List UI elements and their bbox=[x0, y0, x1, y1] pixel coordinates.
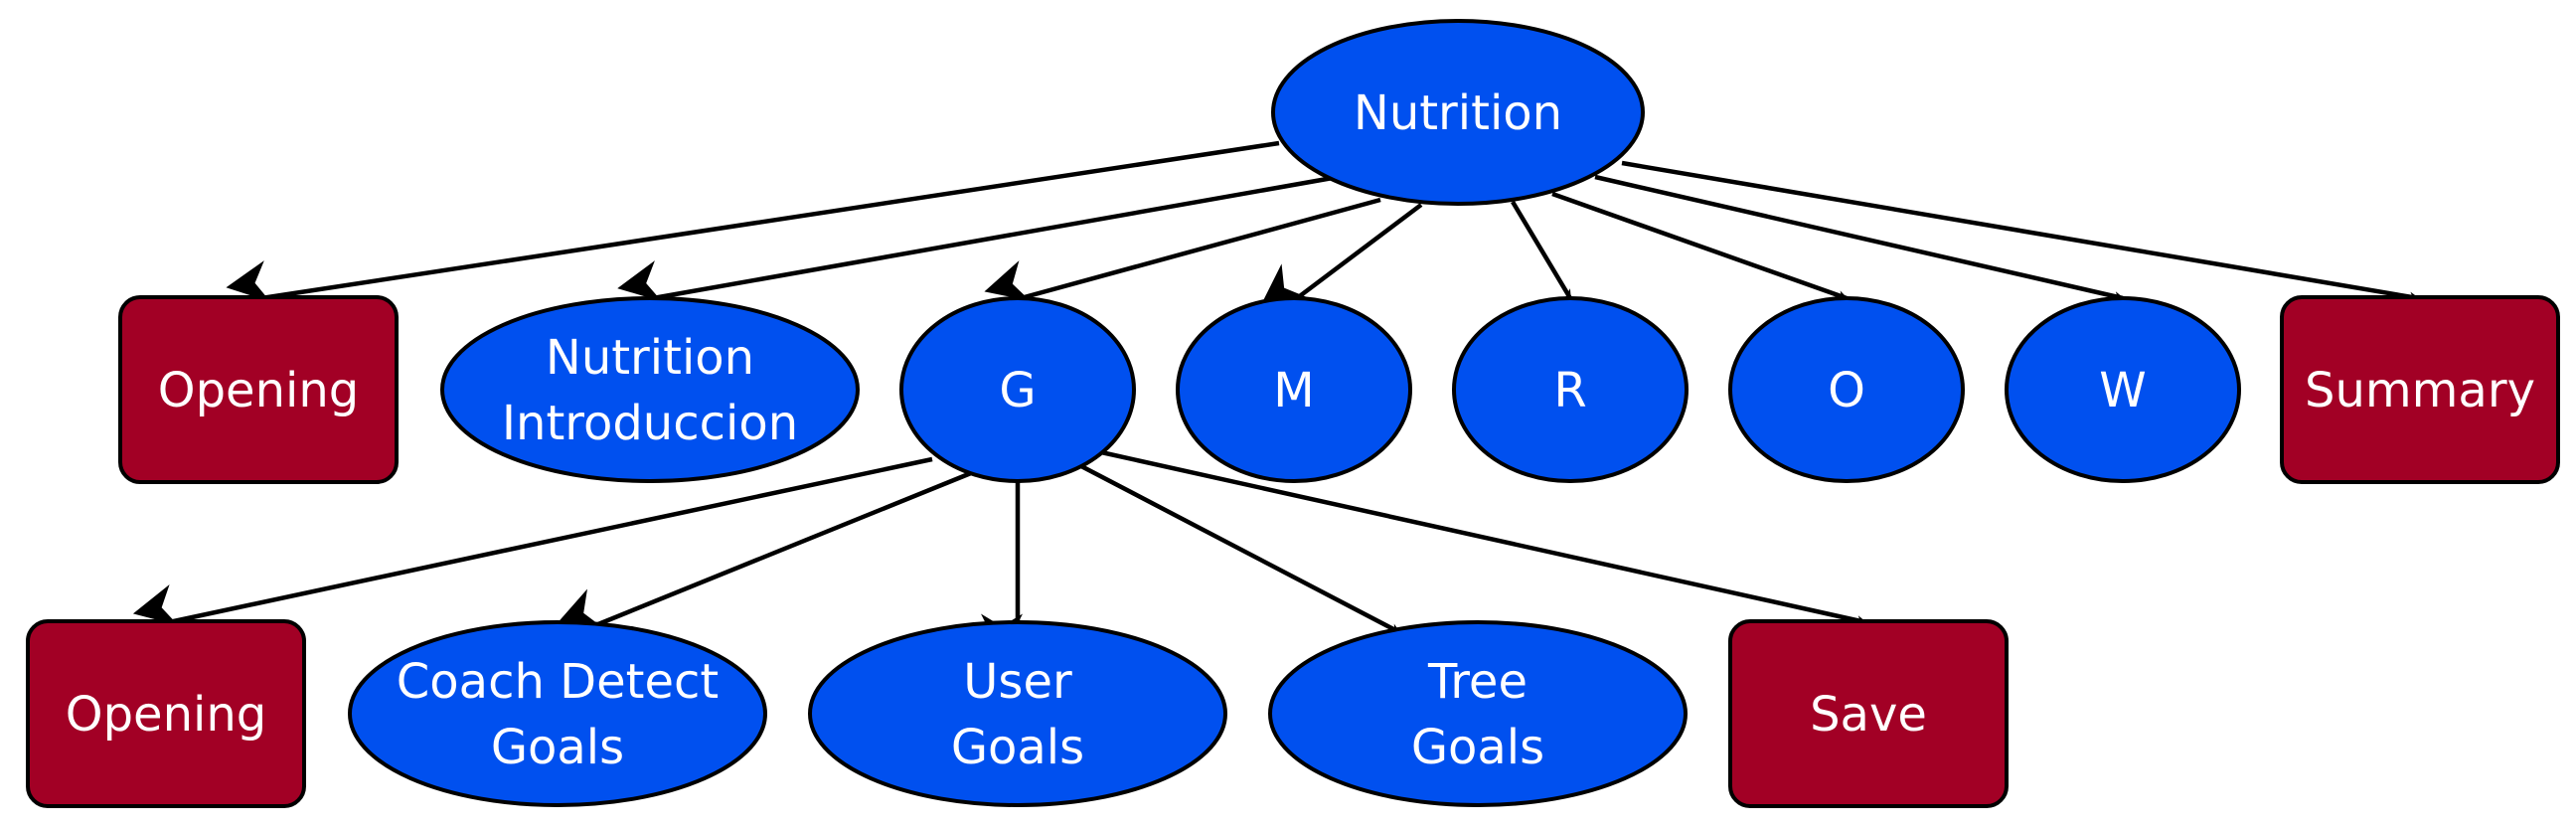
node-save-shape bbox=[1728, 619, 2009, 808]
node-r: R bbox=[1452, 296, 1689, 483]
node-save-label-line-1: Save bbox=[1810, 687, 1927, 743]
edge-nutrition-to-w bbox=[1594, 174, 2153, 333]
edges-layer bbox=[132, 140, 2449, 662]
edge-g-to-tree-goals bbox=[1079, 464, 1422, 662]
node-summary-shape bbox=[2280, 295, 2560, 484]
edge-nutrition-to-r bbox=[1511, 200, 1574, 335]
node-tree-goals-label-line-2: Goals bbox=[1411, 720, 1544, 775]
edge-nutrition-to-g bbox=[984, 197, 1381, 301]
node-m: M bbox=[1176, 296, 1412, 483]
node-g: G bbox=[899, 296, 1136, 483]
node-nutrition-intro-label-line-2: Introduccion bbox=[502, 396, 798, 451]
node-g-shape bbox=[899, 296, 1136, 483]
node-opening-bottom: Opening bbox=[26, 619, 306, 808]
node-tree-goals-shape bbox=[1268, 620, 1688, 807]
node-o: O bbox=[1728, 296, 1965, 483]
node-nutrition-intro-shape bbox=[440, 296, 860, 483]
edge-nutrition-to-opening-top bbox=[226, 140, 1280, 302]
node-o-label-line-1: O bbox=[1828, 363, 1865, 418]
node-opening-top-label-line-1: Opening bbox=[158, 363, 359, 418]
node-o-shape bbox=[1728, 296, 1965, 483]
node-summary-label-line-1: Summary bbox=[2305, 363, 2535, 418]
node-w-label-line-1: W bbox=[2099, 363, 2146, 418]
node-w: W bbox=[2005, 296, 2241, 483]
node-save: Save bbox=[1728, 619, 2009, 808]
node-opening-bottom-label-line-1: Opening bbox=[66, 687, 266, 743]
node-user-goals-label-line-2: Goals bbox=[951, 720, 1084, 775]
node-coach-detect-goals-shape bbox=[348, 620, 767, 807]
node-coach-detect-goals-label-line-2: Goals bbox=[491, 720, 624, 775]
node-opening-top: Opening bbox=[118, 295, 399, 484]
node-g-label-line-1: G bbox=[999, 363, 1036, 418]
edge-nutrition-to-o bbox=[1551, 191, 1873, 331]
edge-g-to-opening-bottom bbox=[132, 456, 933, 626]
edge-nutrition-to-m bbox=[1260, 203, 1423, 306]
node-user-goals-label-line-1: User bbox=[963, 654, 1072, 710]
node-nutrition-shape bbox=[1271, 19, 1645, 206]
node-opening-top-shape bbox=[118, 295, 399, 484]
node-opening-bottom-shape bbox=[26, 619, 306, 808]
edge-g-to-save bbox=[1100, 449, 1895, 657]
node-summary: Summary bbox=[2280, 295, 2560, 484]
edge-nutrition-to-nutrition-intro bbox=[617, 175, 1334, 302]
node-r-label-line-1: R bbox=[1553, 363, 1586, 418]
node-coach-detect-goals-label-line-1: Coach Detect bbox=[397, 654, 719, 710]
node-w-shape bbox=[2005, 296, 2241, 483]
node-m-label-line-1: M bbox=[1273, 363, 1314, 418]
node-user-goals-shape bbox=[808, 620, 1227, 807]
edge-nutrition-to-summary bbox=[1621, 160, 2449, 334]
node-nutrition-label-line-1: Nutrition bbox=[1354, 85, 1562, 141]
node-tree-goals-label-line-1: Tree bbox=[1427, 654, 1528, 710]
node-r-shape bbox=[1452, 296, 1689, 483]
node-nutrition: Nutrition bbox=[1271, 19, 1645, 206]
node-nutrition-intro-label-line-1: Nutrition bbox=[546, 330, 754, 386]
node-m-shape bbox=[1176, 296, 1412, 483]
edge-g-to-coach-detect-goals bbox=[556, 470, 972, 629]
